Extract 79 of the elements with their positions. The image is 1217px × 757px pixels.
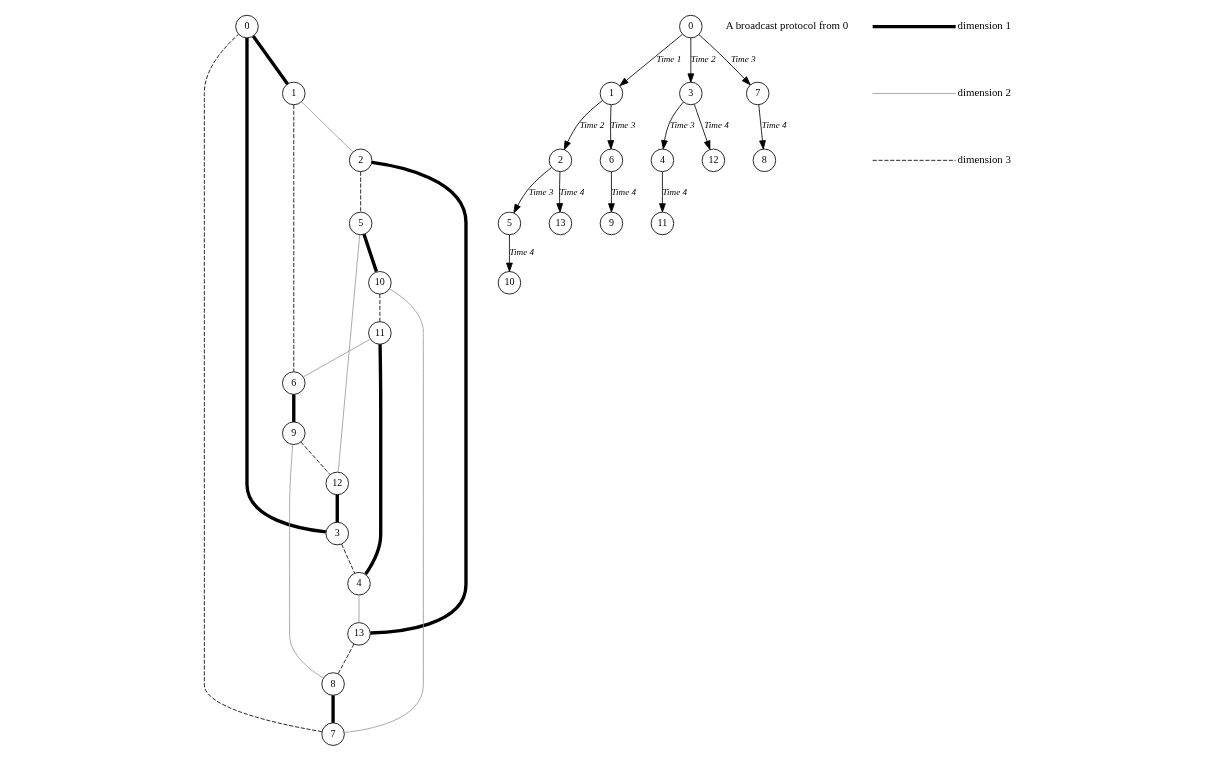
connector: [331, 695, 335, 723]
connector: [293, 104, 295, 372]
node-circle: 9: [599, 211, 624, 236]
node-circle: 2: [348, 148, 373, 173]
node-circle: 0: [235, 14, 259, 39]
connector: [203, 34, 323, 732]
arrow: [513, 167, 553, 214]
edge-label: Time 3: [528, 187, 554, 198]
edge-label: Time 4: [611, 187, 637, 198]
connector: [337, 643, 355, 675]
legend-label: dimension 2: [957, 86, 1011, 99]
connector: [251, 35, 289, 85]
node-circle: 3: [325, 521, 349, 546]
node-circle: 7: [746, 81, 770, 106]
node-circle: 10: [368, 271, 392, 295]
edge-label: Time 4: [662, 187, 688, 198]
connector: [364, 344, 383, 576]
node-circle: 9: [282, 421, 306, 445]
connector: [358, 594, 360, 623]
arrow: [659, 171, 666, 213]
arrow: [556, 171, 564, 213]
node-circle: 6: [282, 371, 306, 395]
node-circle: 3: [679, 81, 703, 106]
connector: [362, 233, 379, 273]
edge-label: Time 4: [704, 120, 729, 131]
edge-label: Time 4: [559, 187, 585, 198]
node-circle: 6: [599, 148, 624, 173]
node-circle: 4: [347, 572, 371, 596]
node-circle: 5: [348, 211, 373, 236]
connector: [301, 101, 354, 153]
edge-label: Time 2: [690, 53, 716, 64]
node-circle: 1: [599, 81, 624, 106]
arrow: [687, 37, 695, 83]
edge-label: Time 3: [730, 53, 756, 64]
node-circle: 13: [347, 622, 371, 646]
arrow: [608, 171, 615, 213]
edge-label: Time 2: [579, 120, 605, 131]
arrow: [506, 234, 513, 272]
arrow: [758, 104, 766, 150]
node-circle: 1: [282, 81, 306, 106]
node-circle: 5: [497, 211, 522, 236]
legend-label: dimension 1: [957, 19, 1011, 32]
connector: [302, 338, 371, 378]
node-circle: 8: [321, 672, 345, 696]
arrow: [693, 104, 711, 150]
legend-label: dimension 3: [957, 153, 1011, 166]
edge-label: Time 3: [669, 120, 695, 131]
arrow: [698, 34, 751, 86]
node-circle: 12: [701, 148, 726, 173]
label: A broadcast protocol from 0: [725, 19, 849, 32]
connector: [370, 160, 468, 635]
edge-label: Time 3: [610, 120, 636, 131]
edge-label: Time 4: [509, 246, 535, 257]
node-circle: 11: [368, 321, 392, 345]
node-circle: 2: [548, 148, 573, 173]
connector: [245, 38, 327, 534]
node-circle: 4: [650, 148, 675, 173]
node-circle: 7: [321, 722, 345, 746]
connector: [379, 293, 381, 323]
arrow: [661, 101, 684, 150]
edge-label: Time 1: [656, 53, 682, 64]
node-circle: 11: [650, 211, 675, 236]
edge-label: Time 4: [761, 120, 787, 131]
connector: [335, 494, 339, 523]
node-circle: 12: [325, 471, 349, 496]
connector: [292, 394, 296, 422]
connector: [289, 444, 324, 679]
node-circle: 8: [752, 148, 777, 173]
arrow: [619, 34, 683, 87]
connector: [360, 171, 362, 213]
arrow: [563, 100, 603, 151]
node-circle: 0: [679, 14, 703, 39]
connector: [341, 543, 356, 574]
arrow: [607, 104, 615, 150]
connector: [300, 441, 331, 475]
connector: [344, 288, 424, 733]
node-circle: 13: [548, 211, 573, 236]
node-circle: 10: [497, 271, 522, 295]
connector: [337, 234, 361, 473]
